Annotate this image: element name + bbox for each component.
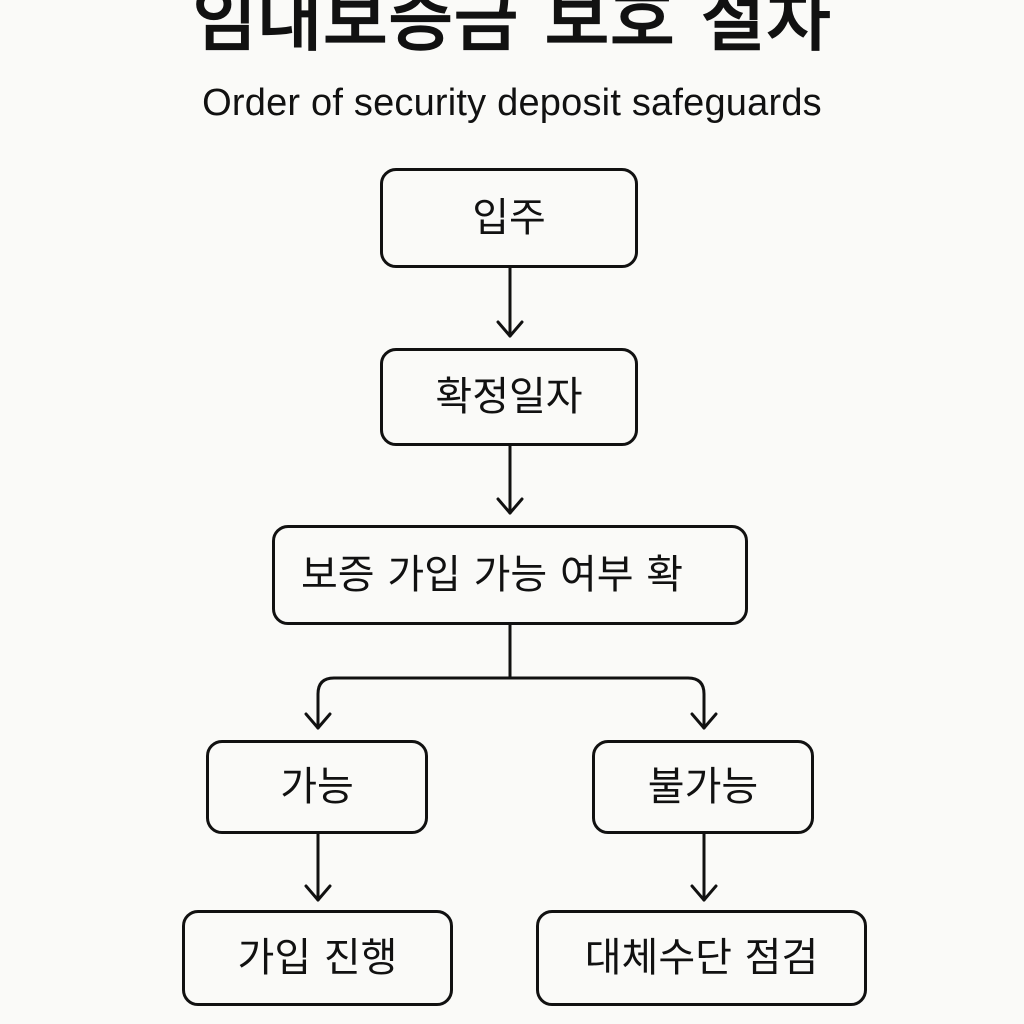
arrowhead-fixed-date [496, 320, 524, 338]
step-check-alternatives-label: 대체수단 점검 [584, 935, 819, 981]
step-check-eligibility-label: 보증 가입 가능 여부 확 [301, 552, 684, 598]
diagram-title: 임대보증금 보호 절차 [192, 0, 832, 61]
arrowhead-possible [304, 712, 332, 730]
step-move-in: 입주 [380, 168, 638, 268]
arrowhead-proceed [304, 884, 332, 902]
arrowhead-impossible [690, 712, 718, 730]
step-proceed-enrollment-label: 가입 진행 [237, 935, 398, 981]
branch-possible: 가능 [206, 740, 428, 834]
branch-impossible-label: 불가능 [647, 764, 759, 810]
step-check-eligibility: 보증 가입 가능 여부 확 [272, 525, 748, 625]
branch-connector [316, 623, 706, 730]
branch-possible-label: 가능 [280, 764, 354, 810]
step-check-alternatives: 대체수단 점검 [536, 910, 867, 1006]
arrowhead-alternative [690, 884, 718, 902]
step-fixed-date: 확정일자 [380, 348, 638, 446]
step-proceed-enrollment: 가입 진행 [182, 910, 453, 1006]
step-fixed-date-label: 확정일자 [435, 374, 583, 420]
branch-impossible: 불가능 [592, 740, 814, 834]
arrowhead-check [496, 497, 524, 515]
step-move-in-label: 입주 [472, 195, 546, 241]
diagram-subtitle: Order of security deposit safeguards [202, 82, 822, 124]
